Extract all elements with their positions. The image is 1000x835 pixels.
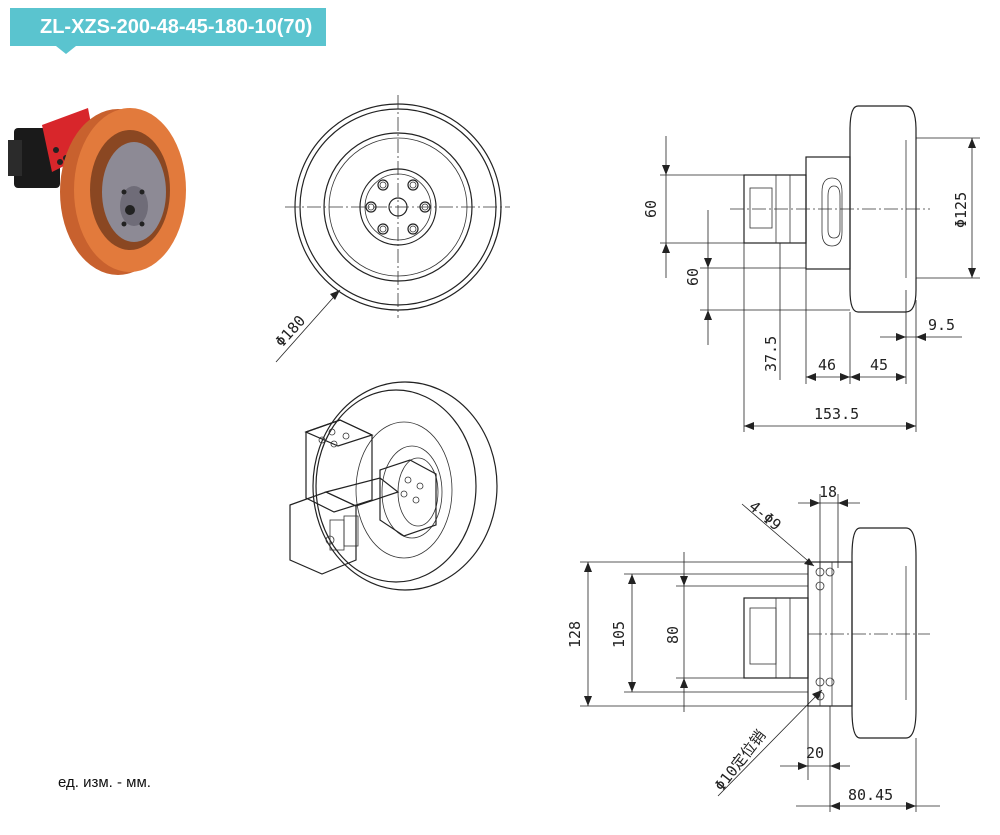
- units-note: ед. изм. - мм.: [58, 774, 151, 791]
- side-dim-45: 45: [870, 356, 888, 374]
- bottom-view: 4-Φ9 18 128 105 80 Φ10定位销: [566, 483, 940, 812]
- side-dim-9-5: 9.5: [928, 316, 955, 334]
- model-code-tag: ZL-XZS-200-48-45-180-10(70): [10, 8, 326, 54]
- bottom-dim-80: 80: [664, 626, 682, 644]
- bottom-dim-18: 18: [819, 483, 837, 501]
- side-dim-lower-60: 60: [684, 268, 702, 286]
- bottom-dim-20: 20: [806, 744, 824, 762]
- bottom-dim-128: 128: [566, 621, 584, 648]
- side-dim-37-5: 37.5: [762, 336, 780, 372]
- side-dim-dia-125: Φ125: [952, 192, 970, 228]
- product-photo: [8, 108, 186, 275]
- bottom-dim-105: 105: [610, 621, 628, 648]
- bottom-dim-holes: 4-Φ9: [745, 497, 784, 534]
- side-view: 60 60 Φ125 37.5 46 45 9.5: [642, 105, 980, 432]
- model-code-text: ZL-XZS-200-48-45-180-10(70): [40, 16, 313, 38]
- isometric-view: [289, 381, 498, 591]
- bottom-dim-80-45: 80.45: [848, 786, 893, 804]
- side-dim-upper-60: 60: [642, 200, 660, 218]
- front-view: Φ180: [272, 95, 510, 363]
- side-dim-153-5: 153.5: [814, 405, 859, 423]
- side-dim-46: 46: [818, 356, 836, 374]
- bottom-dim-pin: Φ10定位销: [711, 727, 770, 795]
